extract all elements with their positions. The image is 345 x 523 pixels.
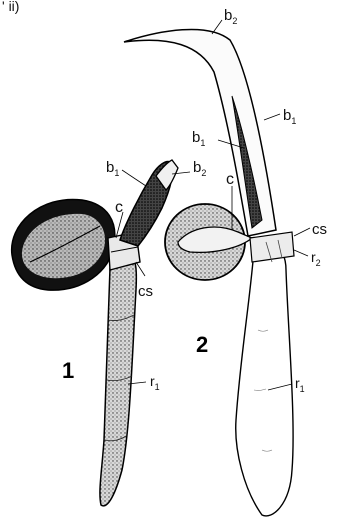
label-b1-fig1: b1 [106, 159, 119, 178]
label-c-fig1: c [115, 199, 123, 216]
seedling-2 [124, 29, 294, 515]
label-r1-fig2: r1 [295, 375, 305, 394]
label-r2-fig2: r2 [311, 249, 321, 268]
header-fragment: ' ii) [2, 0, 19, 14]
seedling-1 [12, 160, 178, 506]
label-cs-fig2: cs [312, 221, 327, 238]
seedling-2-node [250, 232, 294, 262]
seedling-2-root [236, 244, 293, 516]
figure-number-1: 1 [62, 358, 74, 383]
label-b1-fig2-right: b1 [283, 107, 296, 126]
label-c-fig2: c [226, 171, 234, 188]
label-b1-fig2-left: b1 [192, 129, 205, 148]
label-b2-fig2: b2 [224, 7, 237, 26]
seedling-2-seed [165, 204, 252, 280]
seedling-1-seed [12, 199, 115, 290]
label-b2-fig1: b2 [193, 159, 206, 178]
figure-number-2: 2 [196, 332, 208, 357]
label-cs-fig1: cs [138, 283, 153, 300]
label-r1-fig1: r1 [150, 373, 160, 392]
